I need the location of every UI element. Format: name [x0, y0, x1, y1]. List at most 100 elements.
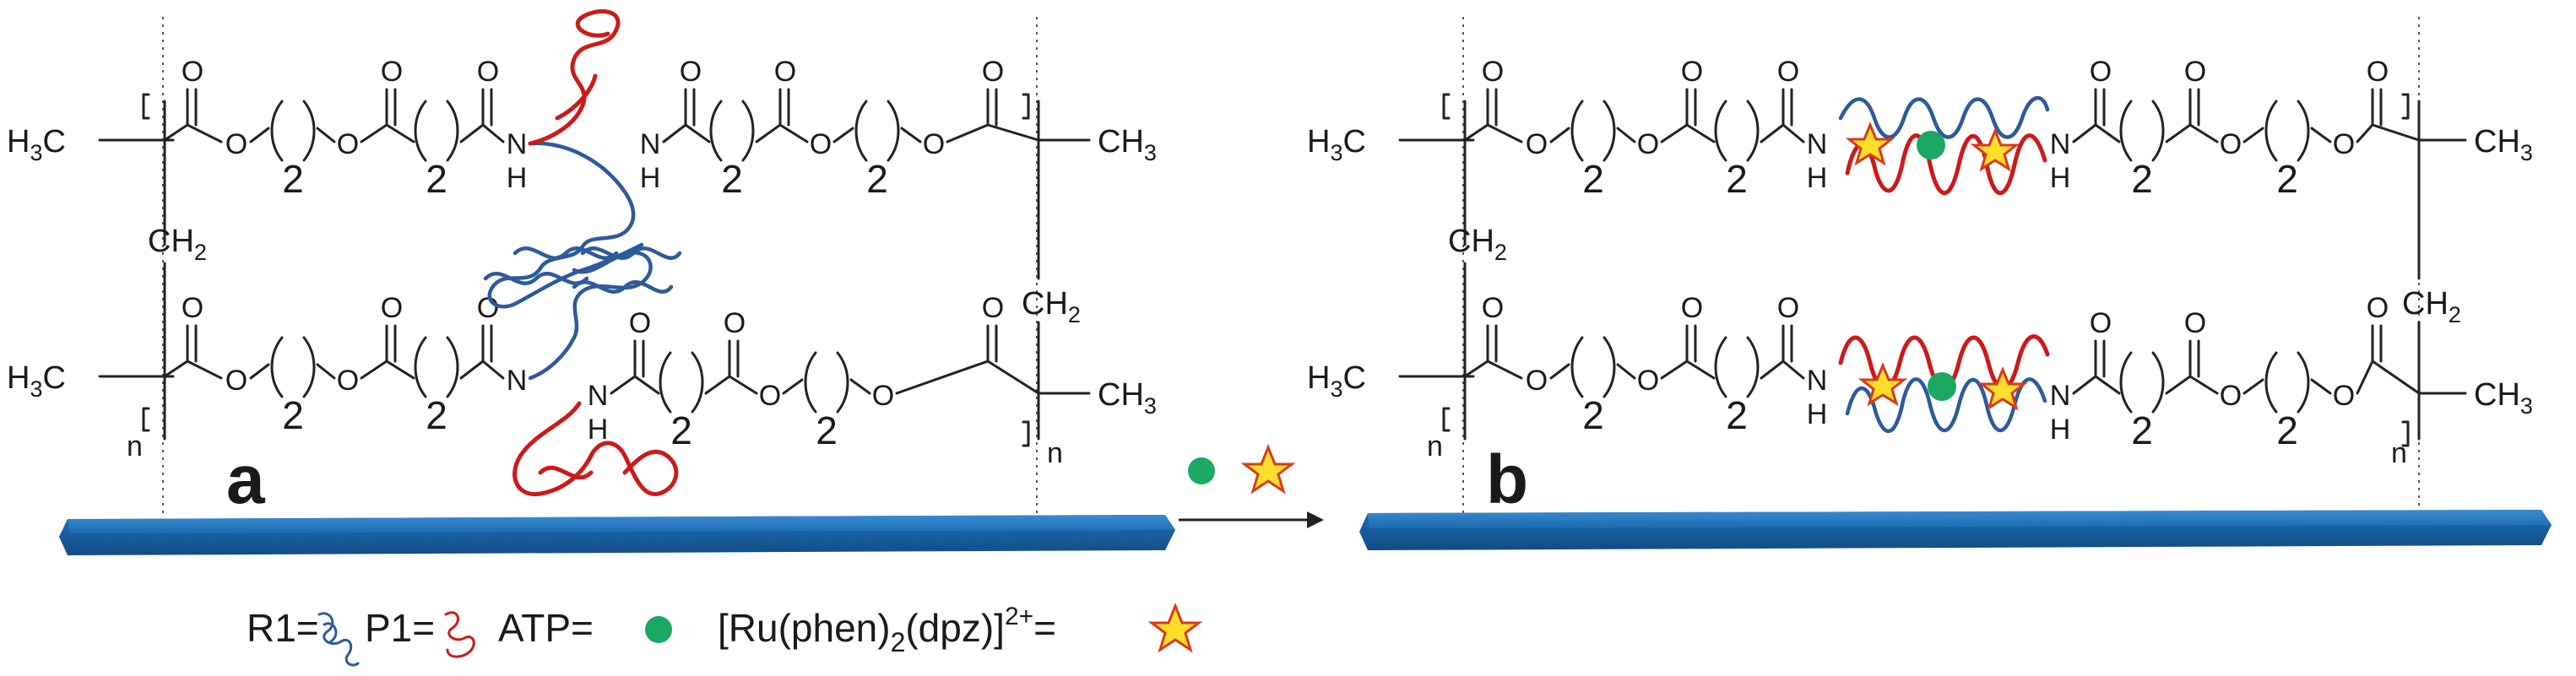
lower-chain-a: H3C n O O 2 O O 2	[7, 292, 1157, 469]
o-b6: O	[2090, 56, 2112, 88]
o-b18: O	[2220, 380, 2242, 412]
subscript-2: 2	[670, 408, 692, 452]
r1-strand-icon	[317, 612, 360, 667]
o-b20: O	[2367, 292, 2389, 324]
o-12: O	[225, 365, 247, 397]
duplex-lower	[1838, 334, 2050, 433]
o-b10: O	[2367, 56, 2389, 88]
repeat-n: n	[2391, 437, 2407, 469]
methyl-right: CH3	[2474, 124, 2533, 165]
green-dot-icon	[1928, 372, 1956, 401]
o-14: O	[381, 292, 403, 324]
o-20: O	[982, 292, 1004, 324]
o-2: O	[225, 128, 247, 160]
panel-label-b: b	[1486, 441, 1528, 518]
h-1: H	[507, 162, 528, 194]
n-b3: N	[1807, 365, 1828, 397]
o-17: O	[724, 307, 746, 339]
methyl-left: H3C	[1307, 124, 1366, 165]
star-icon	[1845, 122, 1895, 166]
star-icon	[1970, 127, 2020, 172]
subscript-2: 2	[2131, 408, 2153, 452]
subscript-2: 2	[2131, 157, 2153, 201]
o-b1: O	[1482, 56, 1504, 88]
o-b13: O	[1637, 365, 1659, 397]
o-b14: O	[1681, 292, 1703, 324]
n-b1: N	[1807, 128, 1828, 160]
h-2: H	[640, 162, 661, 194]
o-b19: O	[2333, 380, 2355, 412]
n-b2: N	[2050, 128, 2071, 160]
ch2-left-a: CH2	[148, 224, 207, 265]
n-b4: N	[2050, 380, 2071, 412]
n-4: N	[588, 380, 609, 412]
subscript-2: 2	[426, 157, 447, 201]
substrate-rod-b	[1359, 510, 2552, 550]
panel-label-a: a	[226, 441, 266, 518]
o-11: O	[182, 292, 203, 324]
methyl-right: CH3	[1098, 124, 1157, 165]
o-1: O	[182, 56, 203, 88]
p1-strand-icon	[444, 611, 475, 658]
upper-chain-b: H3C O O 2 O O 2 O	[1307, 56, 2533, 280]
n-2: N	[640, 128, 661, 160]
subscript-2: 2	[721, 157, 743, 201]
ch2-left-b: CH2	[1448, 224, 1507, 265]
lower-chain-b: H3C n O O 2 O O 2	[1307, 292, 2533, 469]
repeat-n: n	[1427, 430, 1443, 462]
methyl-right: CH3	[2474, 377, 2533, 419]
h-b4: H	[2050, 414, 2071, 446]
subscript-2: 2	[866, 157, 888, 201]
subscript-2: 2	[2276, 157, 2298, 201]
o-b7: O	[2184, 56, 2206, 88]
o-b11: O	[1482, 292, 1504, 324]
subscript-2: 2	[1726, 157, 1748, 201]
o-9: O	[923, 128, 945, 160]
panel-b: H3C O O 2 O O 2 O	[1307, 17, 2552, 550]
o-3: O	[337, 128, 359, 160]
h-4: H	[588, 414, 609, 446]
o-b9: O	[2333, 128, 2355, 160]
subscript-2: 2	[426, 393, 447, 437]
subscript-2: 2	[1582, 157, 1604, 201]
legend: R1= P1= ATP= [Ru(phen)2(dpz)]2+=	[247, 602, 1203, 667]
p1-strand-lower	[512, 401, 679, 496]
o-b5: O	[1777, 56, 1799, 88]
subscript-2: 2	[1726, 393, 1748, 437]
o-18: O	[759, 380, 781, 412]
o-b2: O	[1526, 128, 1548, 160]
o-10: O	[982, 56, 1004, 88]
o-b4: O	[1681, 56, 1703, 88]
o-8: O	[810, 128, 832, 160]
green-dot-icon	[645, 616, 672, 643]
legend-p1-label: P1=	[365, 606, 435, 650]
ch2-right-b: CH2	[2402, 286, 2461, 327]
subscript-2: 2	[1582, 393, 1604, 437]
o-b15: O	[1777, 292, 1799, 324]
o-13: O	[337, 365, 359, 397]
methyl-right: CH3	[1098, 377, 1157, 419]
r1-strand-upper	[483, 141, 644, 309]
n-3: N	[507, 365, 528, 397]
n-1: N	[507, 128, 528, 160]
o-6: O	[680, 56, 702, 88]
star-icon	[1857, 362, 1908, 407]
repeat-n: n	[1047, 437, 1063, 469]
o-b3: O	[1637, 128, 1659, 160]
repeat-n: n	[127, 430, 143, 462]
o-b8: O	[2220, 128, 2242, 160]
o-5: O	[477, 56, 499, 88]
o-b16: O	[2090, 307, 2112, 339]
o-16: O	[629, 307, 651, 339]
star-icon	[1240, 443, 1296, 495]
h-b2: H	[2050, 162, 2071, 194]
o-b12: O	[1526, 365, 1548, 397]
upper-chain-a: H3C O O 2 O O 2	[7, 56, 1157, 280]
o-19: O	[872, 380, 894, 412]
subscript-2: 2	[2276, 408, 2298, 452]
methyl-left: H3C	[7, 124, 66, 165]
duplex-upper	[1838, 95, 2050, 195]
o-7: O	[774, 56, 796, 88]
subscript-2: 2	[816, 408, 838, 452]
